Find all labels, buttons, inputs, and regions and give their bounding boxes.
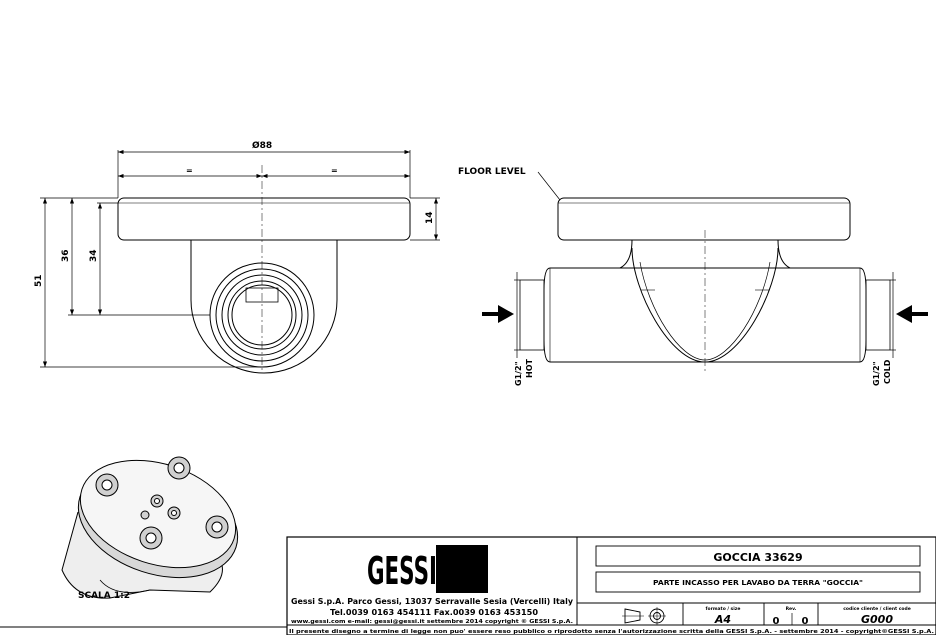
cold-port [865, 279, 891, 351]
isometric-view [61, 456, 239, 599]
floor-level-label: FLOOR LEVEL [458, 167, 526, 177]
dim-height-36: 36 [61, 249, 71, 262]
projection-symbol-icon [622, 607, 666, 625]
front-dimensions [40, 149, 440, 368]
iso-scale-label: SCALA 1:2 [78, 591, 130, 601]
client-code-value: G000 [861, 613, 893, 626]
format-label: formato / size [706, 606, 741, 612]
rev-label: Rev. [786, 606, 797, 612]
hot-label: HOT [525, 359, 534, 378]
dim-diameter: Ø88 [252, 140, 272, 151]
hot-port [519, 279, 545, 351]
product-title: GOCCIA 33629 [713, 551, 802, 564]
dim-height-34: 34 [89, 249, 99, 262]
front-port-mid [221, 274, 303, 356]
format-value: A4 [714, 613, 731, 626]
product-description: PARTE INCASSO PER LAVABO DA TERRA "GOCCI… [653, 579, 863, 587]
front-body [190, 240, 338, 374]
rev-value-2: 0 [802, 616, 809, 627]
hot-inlet-arrow [482, 305, 514, 323]
side-view [519, 197, 891, 372]
gessi-logo: GESSI [367, 549, 437, 593]
disclaimer: Il presente disegno a termine di legge n… [289, 629, 934, 635]
hot-size-label: G1/2" [514, 361, 523, 386]
dim-equal-right: = [331, 166, 338, 175]
company-address: Gessi S.p.A. Parco Gessi, 13037 Serraval… [291, 597, 573, 606]
cold-label: COLD [883, 359, 892, 384]
side-plate [557, 197, 851, 241]
rev-value-1: 0 [773, 616, 780, 627]
company-phone: Tel.0039 0163 454111 Fax.0039 0163 45315… [330, 608, 538, 617]
front-plate [117, 197, 411, 241]
dim-overall-height: 51 [34, 274, 44, 287]
logo-black-block [436, 545, 488, 593]
iso-screws [95, 456, 229, 550]
cold-size-label: G1/2" [872, 361, 881, 386]
client-code-label: codice cliente / client code [843, 606, 911, 612]
port-dimensions [514, 272, 896, 358]
title-block-frame [0, 536, 936, 635]
company-web: www.gessi.com e-mail: gessi@gessi.it set… [291, 619, 573, 625]
front-view [117, 165, 411, 374]
cold-inlet-arrow [896, 305, 928, 323]
dim-equal-left: = [186, 166, 193, 175]
dim-plate-thickness: 14 [425, 211, 435, 224]
